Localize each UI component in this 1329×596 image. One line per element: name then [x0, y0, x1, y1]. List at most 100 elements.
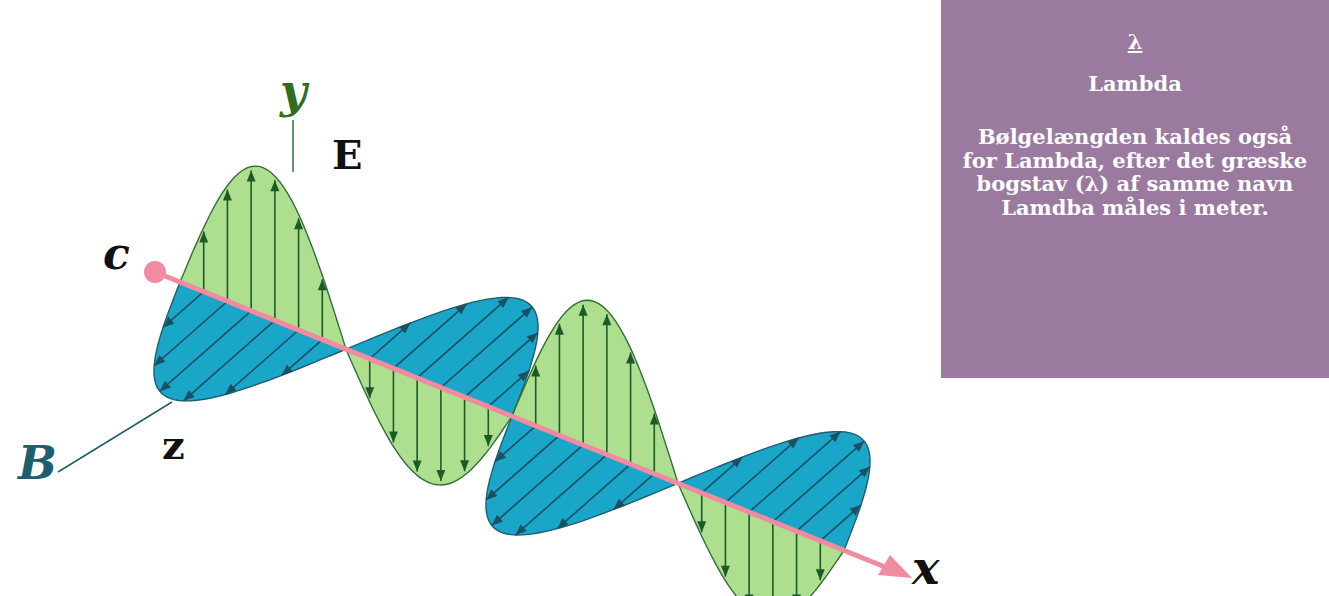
field-arrowhead — [436, 470, 445, 481]
field-vector — [393, 368, 395, 442]
field-vector — [163, 292, 204, 328]
field-letter: E — [332, 135, 363, 175]
field-vector — [606, 314, 608, 454]
field-vector — [416, 378, 418, 471]
field-arrowhead — [225, 384, 236, 395]
field-arrowhead — [859, 467, 870, 478]
field-arrowhead — [460, 460, 469, 471]
field-arrowhead — [787, 438, 798, 449]
field-arrowhead — [365, 387, 374, 398]
field-vector — [274, 180, 276, 320]
field-arrowhead — [850, 505, 861, 516]
field-vector — [796, 531, 798, 596]
field-vector — [725, 438, 798, 503]
field-vector — [557, 464, 630, 529]
field-arrowhead — [579, 305, 588, 316]
field-vector — [440, 387, 442, 480]
field-arrowhead — [163, 317, 174, 328]
field-arrowhead — [247, 171, 256, 182]
field-vector — [282, 340, 323, 376]
field-vector — [559, 324, 561, 436]
field-arrowhead — [399, 323, 410, 334]
field-vector — [515, 455, 606, 535]
field-arrowhead — [389, 432, 398, 443]
field-arrowhead — [697, 521, 706, 532]
e-field-shape — [346, 349, 512, 485]
field-arrowhead — [160, 381, 171, 392]
speed-letter: c — [103, 232, 130, 276]
field-vector — [630, 352, 632, 464]
field-vector — [298, 218, 300, 330]
field-vector — [225, 330, 298, 395]
field-arrowhead — [486, 489, 497, 500]
field-arrowhead — [527, 333, 538, 344]
field-arrowhead — [792, 594, 801, 596]
field-arrowhead — [745, 595, 754, 596]
field-vector — [492, 445, 583, 525]
field-arrowhead — [318, 279, 327, 290]
field-arrowhead — [455, 304, 466, 315]
box-body: Bølgelængden kaldes også for Lambda, eft… — [959, 125, 1311, 196]
box-heading: Lambda — [959, 72, 1311, 96]
field-vector — [748, 512, 750, 596]
symbol-heading: λ — [959, 30, 1311, 54]
y-axis-line — [292, 120, 294, 172]
field-vector — [614, 474, 655, 510]
field-arrowhead — [521, 307, 532, 318]
field-arrowhead — [626, 352, 635, 363]
field-vector — [160, 311, 251, 391]
field-arrowhead — [731, 457, 742, 468]
field-arrowhead — [270, 180, 279, 191]
box-body: Lamdba måles i meter. — [959, 196, 1311, 220]
field-vector — [797, 467, 870, 532]
electric-lobe — [346, 349, 512, 485]
field-vector — [464, 397, 466, 471]
field-vector — [820, 505, 861, 541]
axis-letter: x — [912, 545, 939, 591]
field-vector — [773, 441, 864, 521]
field-arrowhead — [223, 190, 232, 201]
field-arrowhead — [497, 297, 508, 308]
field-arrowhead — [531, 366, 540, 377]
field-vector — [154, 301, 227, 366]
field-vector — [250, 171, 252, 311]
field-vector — [183, 320, 274, 400]
field-vector — [370, 323, 411, 359]
field-vector — [749, 432, 840, 512]
field-vector — [725, 502, 727, 576]
field-arrowhead — [492, 515, 503, 526]
info-box: λLambdaBølgelængden kaldes også for Lamb… — [941, 0, 1329, 378]
field-vector — [582, 305, 584, 445]
field-arrowhead — [515, 524, 526, 535]
field-arrowhead — [557, 518, 568, 529]
field-arrowhead — [183, 390, 194, 401]
field-arrowhead — [602, 314, 611, 325]
field-arrowhead — [413, 460, 422, 471]
axis-letter: B — [18, 440, 57, 486]
field-vector — [486, 435, 559, 500]
electric-lobe — [512, 300, 678, 483]
field-arrowhead — [853, 441, 864, 452]
axis-arrowhead — [878, 555, 912, 578]
field-arrowhead — [154, 355, 165, 366]
field-vector — [417, 297, 508, 377]
axis-letter: y — [280, 68, 307, 114]
field-vector — [393, 304, 466, 369]
field-vector — [772, 522, 774, 596]
field-arrowhead — [199, 231, 208, 242]
z-axis-line — [58, 402, 172, 472]
field-arrowhead — [555, 324, 564, 335]
field-letter: z — [162, 425, 185, 465]
field-arrowhead — [650, 413, 659, 424]
field-arrowhead — [721, 566, 730, 577]
field-arrowhead — [614, 499, 625, 510]
field-vector — [702, 457, 743, 493]
field-arrowhead — [816, 569, 825, 580]
e-field-shape — [512, 300, 678, 483]
field-vector — [227, 190, 229, 302]
field-arrowhead — [829, 432, 840, 443]
field-arrowhead — [294, 218, 303, 229]
electric-lobe — [180, 166, 346, 349]
field-arrowhead — [495, 451, 506, 462]
field-vector — [441, 307, 532, 387]
